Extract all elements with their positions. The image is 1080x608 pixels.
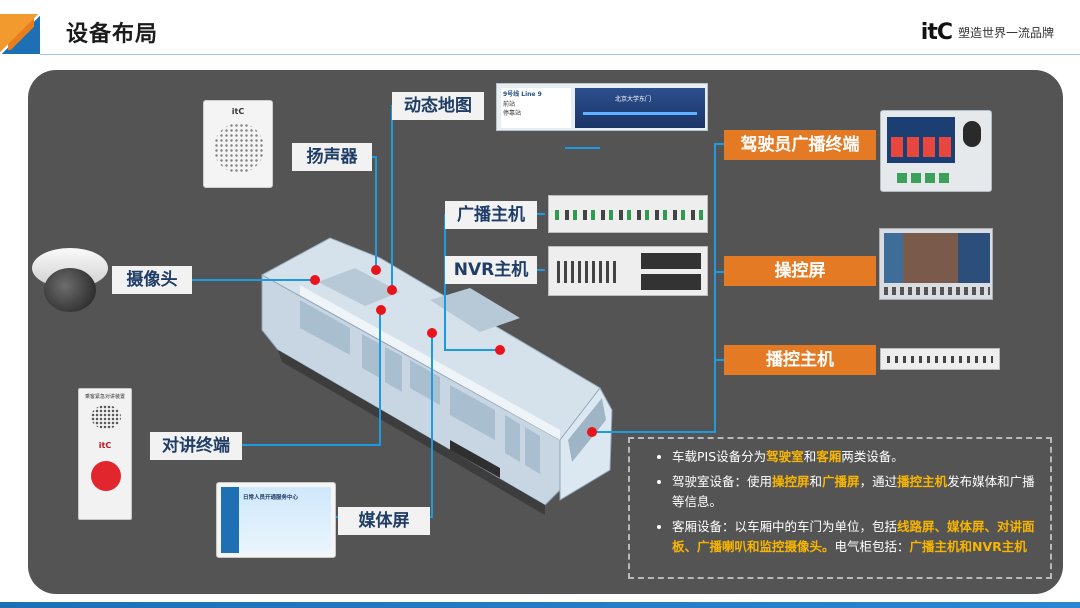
speaker-logo: itC: [231, 107, 245, 116]
info-text: 驾驶室设备：使用: [672, 474, 773, 489]
camera-label: 摄像头: [112, 266, 192, 294]
speaker-grille-icon: [214, 123, 264, 173]
driver-terminal-label: 驾驶员广播终端: [724, 130, 876, 160]
nvr-host-label: NVR主机: [445, 256, 537, 284]
brand-logo: itC: [920, 20, 953, 45]
mount-points: [310, 265, 597, 437]
info-highlight-text: 客厢: [816, 449, 842, 464]
info-list: 车载PIS设备分为驾驶室和客厢两类设备。驾驶室设备：使用操控屏和广播屏，通过播控…: [650, 447, 1036, 557]
dynamic-map-device: 9号线 Line 9 前站 停靠站 北京大学东门: [496, 83, 708, 131]
camera-mount-point: [310, 275, 320, 285]
map-current-station: 北京大学东门: [615, 96, 652, 103]
playback-host-label: 播控主机: [724, 345, 876, 375]
intercom-call-button: [91, 461, 121, 491]
camera-device: [32, 242, 108, 316]
dynamic-map-label: 动态地图: [392, 92, 484, 120]
info-text: 两类设备。: [841, 449, 904, 464]
header-accent-shape: [0, 14, 40, 54]
media-screen-device: 日常人员开通服务中心: [216, 482, 336, 558]
info-box: 车载PIS设备分为驾驶室和客厢两类设备。驾驶室设备：使用操控屏和广播屏，通过播控…: [628, 437, 1052, 579]
camera-dome-icon: [44, 268, 96, 312]
map-route-strip: 北京大学东门: [575, 88, 705, 128]
playback-host-device: [880, 348, 1000, 370]
nvr-host-device: [548, 246, 708, 296]
info-text: 电气柜包括：: [834, 539, 910, 554]
speaker-mount-point: [371, 265, 381, 275]
info-text: 和: [803, 449, 817, 464]
intercom-logo: itC: [98, 441, 112, 450]
info-text: 客厢设备：以车厢中的车门为单位，包括: [672, 519, 898, 534]
media-screen-label: 媒体屏: [338, 507, 430, 535]
info-text: 发布媒体和广播等信息。: [672, 474, 1035, 509]
footer-bar: [0, 602, 1080, 608]
info-highlight-text: 驾驶室: [766, 449, 804, 464]
cab-mount-point: [587, 427, 597, 437]
info-highlight-text: 播控主机: [897, 474, 948, 489]
speaker-label: 扬声器: [292, 143, 372, 171]
broadcast-host-device: [548, 195, 708, 233]
media-screen-mount-point: [427, 328, 437, 338]
brand-slogan: 塑造世界一流品牌: [957, 26, 1054, 40]
info-text: 和: [809, 474, 823, 489]
header-divider: [40, 54, 1080, 55]
info-item: 客厢设备：以车厢中的车门为单位，包括线路屏、媒体屏、对讲面板、广播喇叭和监控摄像…: [672, 517, 1036, 557]
control-screen-label: 操控屏: [724, 256, 876, 286]
map-current-label: 停靠站: [503, 110, 522, 117]
control-screen-device: [879, 228, 993, 300]
intercom-grille-icon: [91, 405, 121, 429]
speaker-device: itC: [203, 100, 273, 188]
info-item: 车载PIS设备分为驾驶室和客厢两类设备。: [672, 447, 1036, 467]
cabinet-mount-point: [495, 345, 505, 355]
info-item: 驾驶室设备：使用操控屏和广播屏，通过播控主机发布媒体和广播等信息。: [672, 472, 1036, 512]
brand: itC 塑造世界一流品牌: [921, 20, 1054, 45]
info-highlight-text: 广播屏: [822, 474, 860, 489]
info-text: 车载PIS设备分为: [672, 449, 767, 464]
microphone-icon: [963, 121, 981, 147]
info-highlight-text: 操控屏: [772, 474, 810, 489]
info-highlight-text: 广播主机和NVR主机: [909, 539, 1027, 554]
map-line-badge: 9号线 Line 9: [503, 91, 542, 98]
info-highlight-text: 线路屏、媒体屏、对讲面板、广播喇叭和监控摄像头。: [672, 519, 1035, 554]
info-text: ，通过: [859, 474, 898, 489]
page-title: 设备布局: [66, 22, 159, 47]
intercom-label: 对讲终端: [150, 432, 242, 460]
map-next-station-label: 前站: [503, 101, 516, 108]
intercom-top-text: 乘客紧急对讲装置: [84, 394, 125, 400]
dynamic-map-mount-point: [387, 285, 397, 295]
driver-terminal-device: [880, 110, 992, 192]
intercom-mount-point: [376, 305, 386, 315]
broadcast-host-label: 广播主机: [445, 201, 537, 229]
media-headline: 日常人员开通服务中心: [243, 495, 299, 501]
train-illustration: [260, 237, 613, 515]
intercom-device: 乘客紧急对讲装置 itC: [78, 388, 132, 520]
